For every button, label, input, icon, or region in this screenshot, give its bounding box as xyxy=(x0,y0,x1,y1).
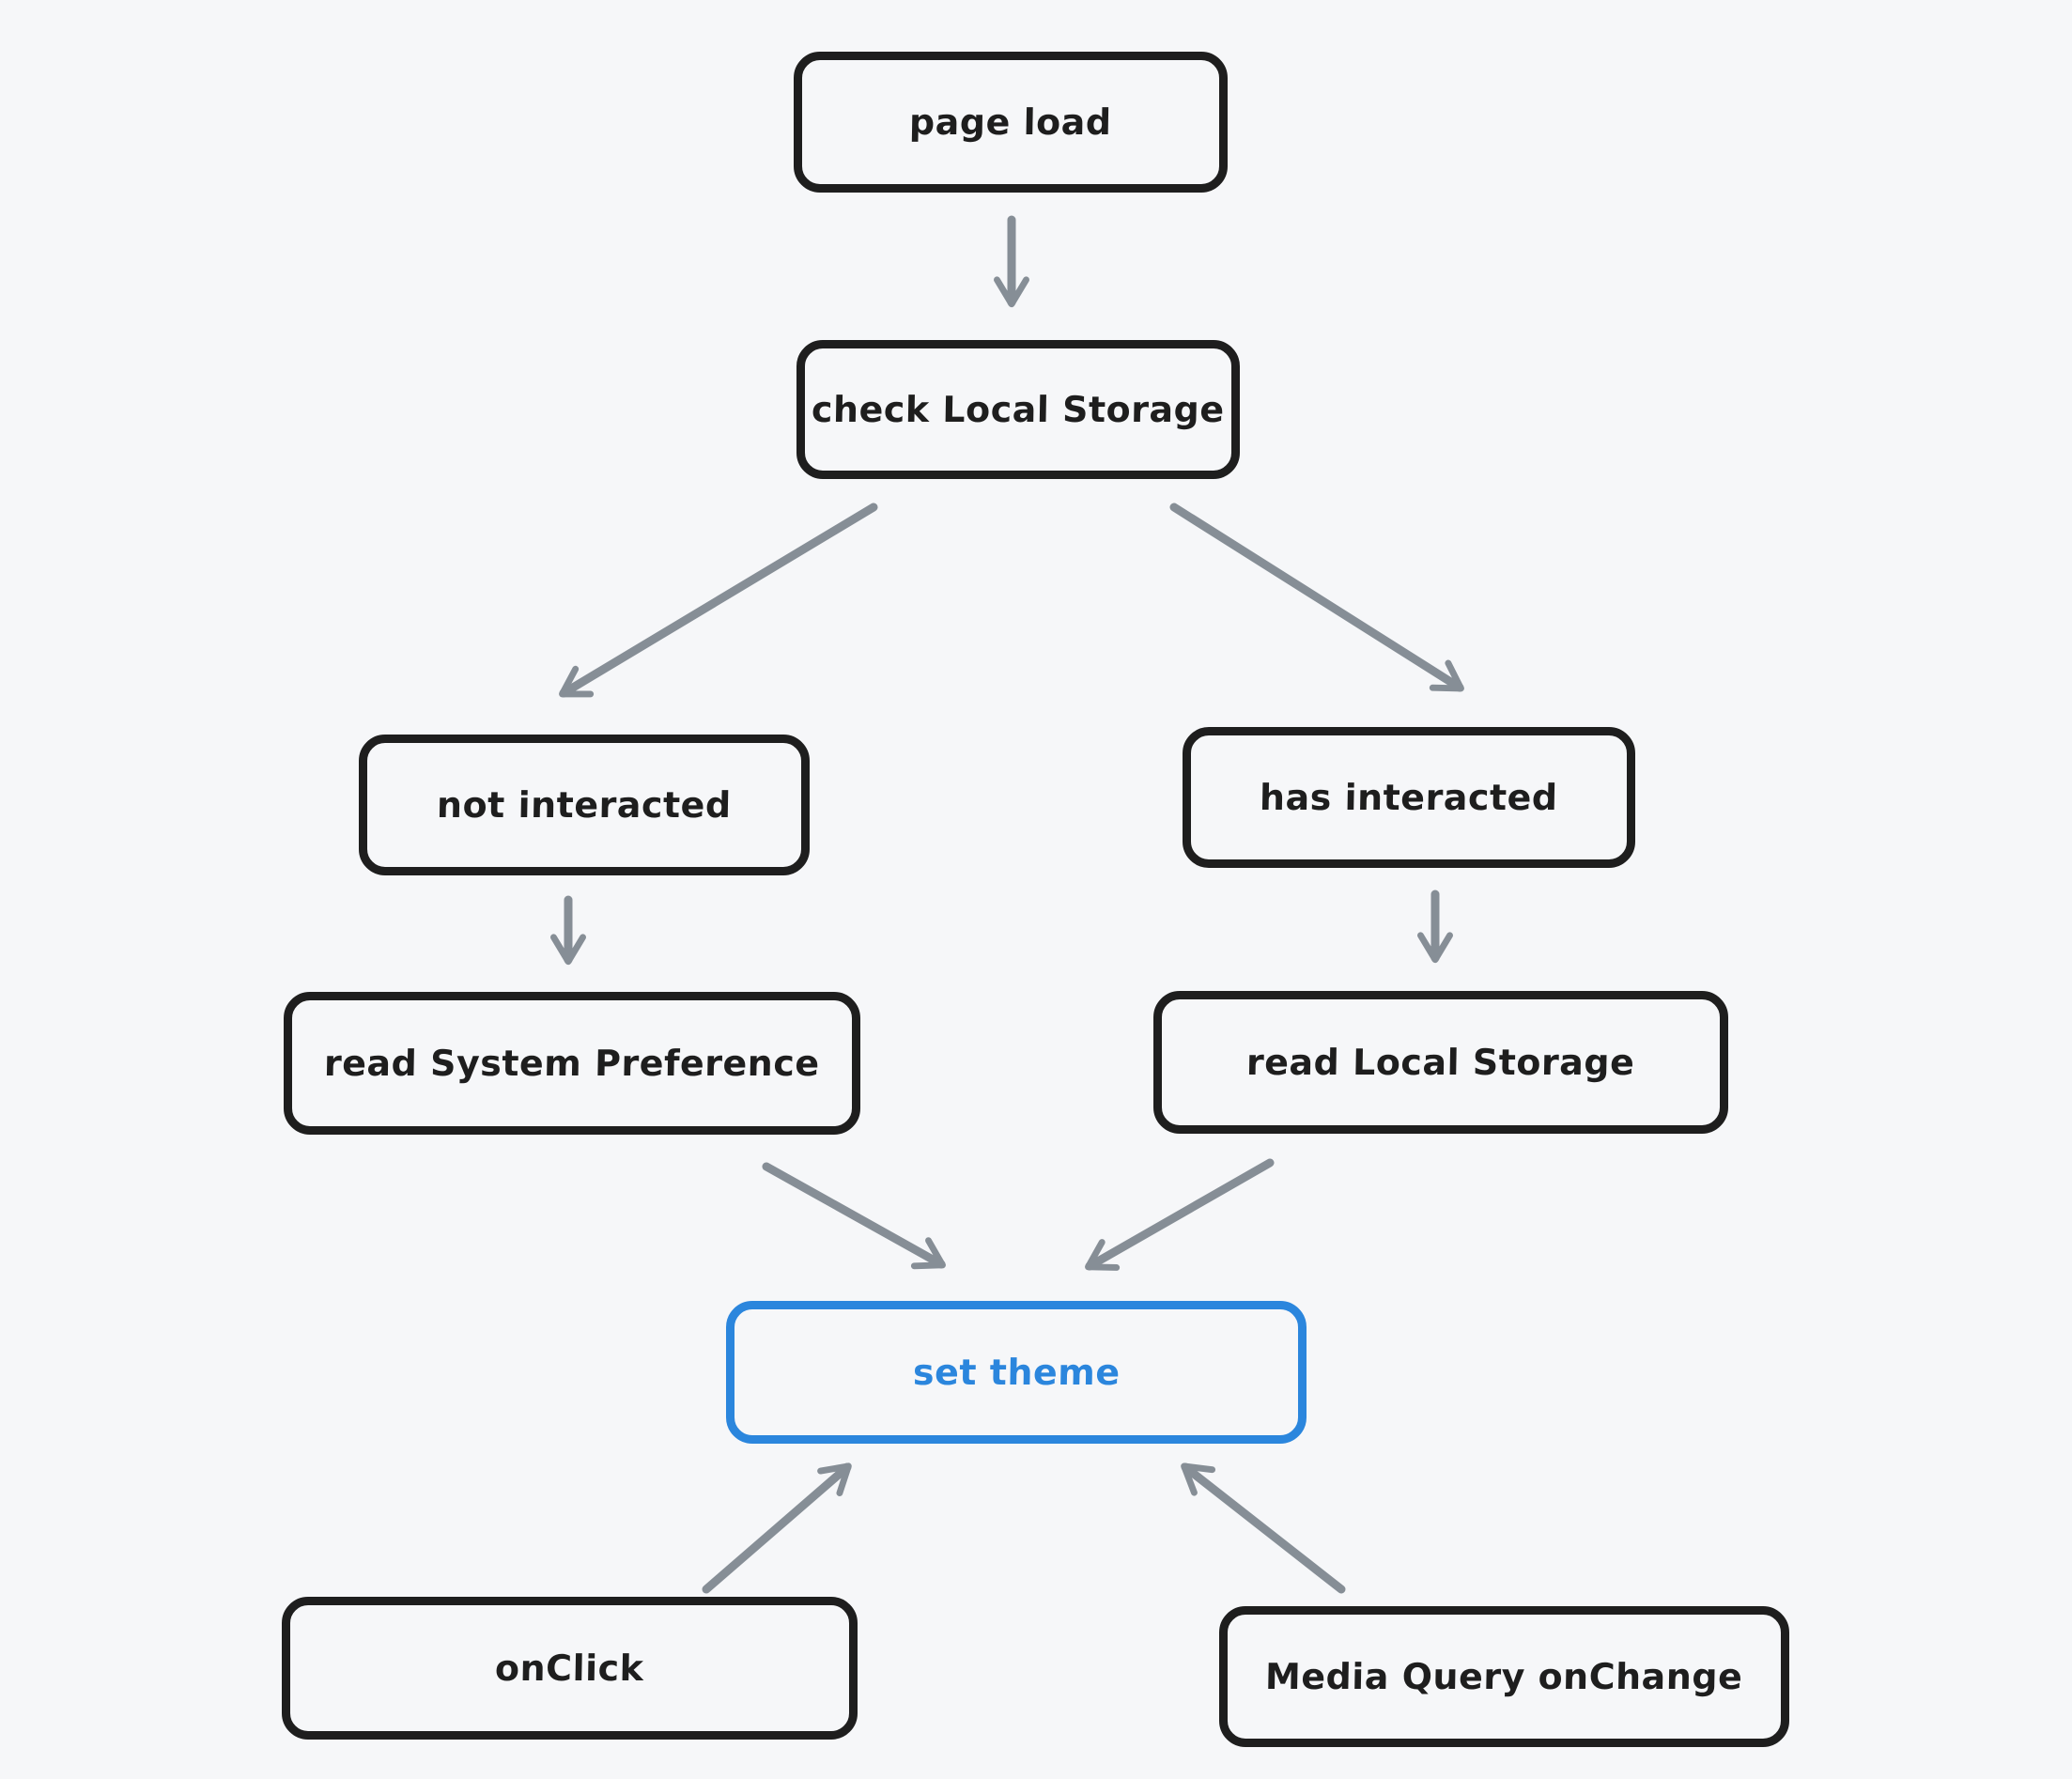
node-set-theme-label: set theme xyxy=(912,1352,1121,1393)
arrow-checklocalstorage-to-hasinteracted xyxy=(1169,503,1464,692)
node-read-local-storage-label: read Local Storage xyxy=(1245,1042,1636,1083)
node-check-local-storage-label: check Local Storage xyxy=(811,389,1226,430)
node-has-interacted-label: has interacted xyxy=(1259,777,1559,818)
node-set-theme: set theme xyxy=(726,1301,1307,1444)
node-on-click-label: onClick xyxy=(494,1648,645,1689)
node-read-system-preference-label: read System Preference xyxy=(323,1043,821,1084)
arrow-checklocalstorage-to-notinteracted xyxy=(559,503,878,698)
arrow-readsystempreference-to-settheme xyxy=(762,1162,946,1270)
node-check-local-storage: check Local Storage xyxy=(796,340,1240,479)
node-media-query-onchange-label: Media Query onChange xyxy=(1264,1656,1744,1697)
node-media-query-onchange: Media Query onChange xyxy=(1219,1606,1789,1747)
arrow-onclick-to-settheme xyxy=(702,1462,852,1594)
node-not-interacted: not interacted xyxy=(359,735,810,875)
node-page-load-label: page load xyxy=(908,101,1113,143)
node-read-local-storage: read Local Storage xyxy=(1153,991,1728,1134)
arrow-readlocalstorage-to-settheme xyxy=(1085,1158,1275,1271)
node-has-interacted: has interacted xyxy=(1183,727,1635,868)
node-not-interacted-label: not interacted xyxy=(436,784,733,826)
node-read-system-preference: read System Preference xyxy=(284,992,860,1135)
arrow-mediaqueryonchange-to-settheme xyxy=(1181,1462,1346,1594)
node-on-click: onClick xyxy=(282,1597,858,1740)
node-page-load: page load xyxy=(794,52,1228,193)
